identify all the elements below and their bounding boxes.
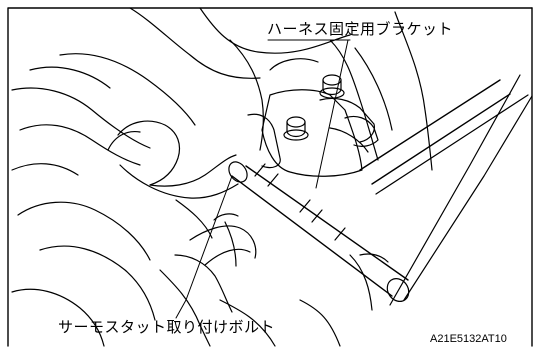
callout-harness-bracket: ハーネス固定用ブラケット	[267, 20, 454, 38]
engine-body-outline	[11, 7, 433, 347]
callout-leaders	[175, 39, 351, 319]
figure-border	[7, 7, 533, 347]
guide-tube	[228, 74, 533, 306]
harness-bracket-assembly	[247, 74, 379, 177]
figure-code: A21E5132AT10	[430, 333, 507, 345]
coolant-hoses	[107, 120, 257, 313]
callout-thermostat-bolt: サーモスタット取り付けボルト	[58, 318, 276, 336]
